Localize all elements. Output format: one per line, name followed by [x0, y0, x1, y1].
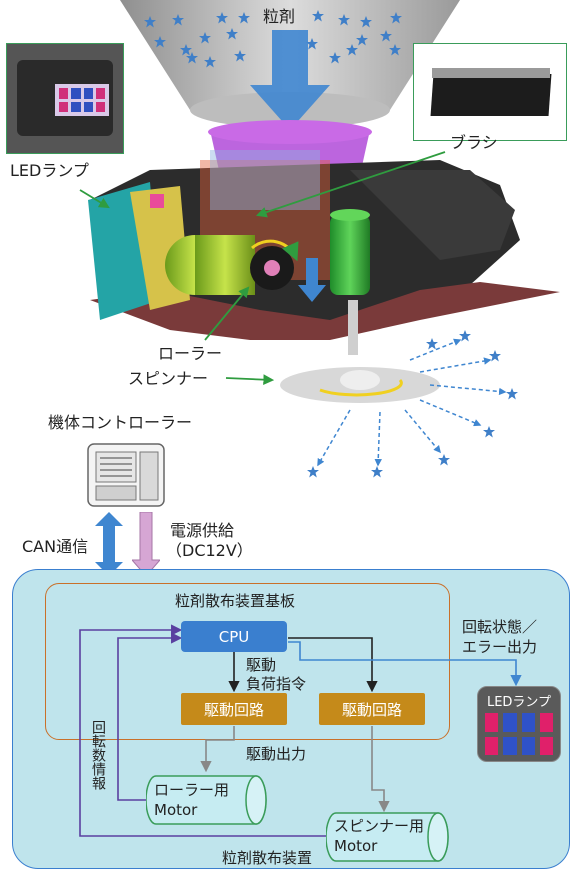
led-cell	[539, 713, 553, 732]
led-cell	[485, 736, 499, 755]
status-label-2: エラー出力	[462, 638, 538, 656]
roller-motor-label-2: Motor	[154, 801, 198, 819]
power-arrow-icon	[132, 512, 160, 576]
led-lamp-panel-label: LEDランプ	[486, 695, 552, 710]
hopper-label: 粒剤	[263, 7, 296, 26]
cpu-block: CPU	[181, 621, 287, 652]
can-label: CAN通信	[22, 537, 89, 556]
machine-illustration	[79, 0, 560, 478]
power-voltage-label: （DC12V）	[166, 541, 253, 560]
roller-motor-label-1: ローラー用	[154, 781, 230, 799]
spinner-motor-icon	[326, 812, 449, 862]
led-cell	[539, 736, 553, 755]
led-cell	[485, 713, 499, 732]
brush-closeup-inset	[413, 43, 567, 141]
led-cell	[503, 736, 517, 755]
led-lamp-label: LEDランプ	[10, 161, 89, 180]
drive-output-label: 駆動出力	[246, 745, 307, 763]
led-grid	[485, 713, 553, 755]
led-closeup-inset	[6, 43, 124, 154]
led-lamp-panel: LEDランプ	[477, 686, 561, 762]
roller-label: ローラー	[158, 344, 223, 363]
drive-circuit-spinner-label: 駆動回路	[341, 700, 402, 719]
controller-icon	[87, 443, 165, 507]
led-cell	[521, 736, 535, 755]
led-cell	[521, 713, 535, 732]
drive-circuit-roller: 駆動回路	[181, 693, 287, 725]
command-label-1: 駆動	[246, 656, 277, 674]
spinner-label: スピンナー	[128, 369, 209, 388]
controller-title: 機体コントローラー	[48, 413, 193, 432]
command-label-2: 負荷指令	[246, 675, 307, 693]
led-grid-photo	[55, 84, 109, 116]
cpu-label: CPU	[218, 627, 250, 646]
power-label: 電源供給	[170, 521, 235, 540]
board-label: 粒剤散布装置基板	[175, 592, 296, 610]
brush-label: ブラシ	[450, 133, 498, 152]
spinner-motor-label-2: Motor	[334, 837, 378, 855]
rpm-info-label: 回転数情報	[90, 720, 106, 790]
board-panel	[45, 583, 450, 740]
led-cell	[503, 713, 517, 732]
drive-circuit-spinner: 駆動回路	[319, 693, 425, 725]
status-label-1: 回転状態／	[462, 618, 538, 636]
can-arrow-icon	[95, 512, 123, 576]
brush-photo	[430, 74, 552, 116]
drive-circuit-roller-label: 駆動回路	[203, 700, 264, 719]
device-label: 粒剤散布装置	[222, 849, 313, 867]
roller-motor-icon	[146, 775, 267, 825]
connector-lines	[79, 624, 522, 837]
spinner-motor-label-1: スピンナー用	[334, 817, 425, 835]
